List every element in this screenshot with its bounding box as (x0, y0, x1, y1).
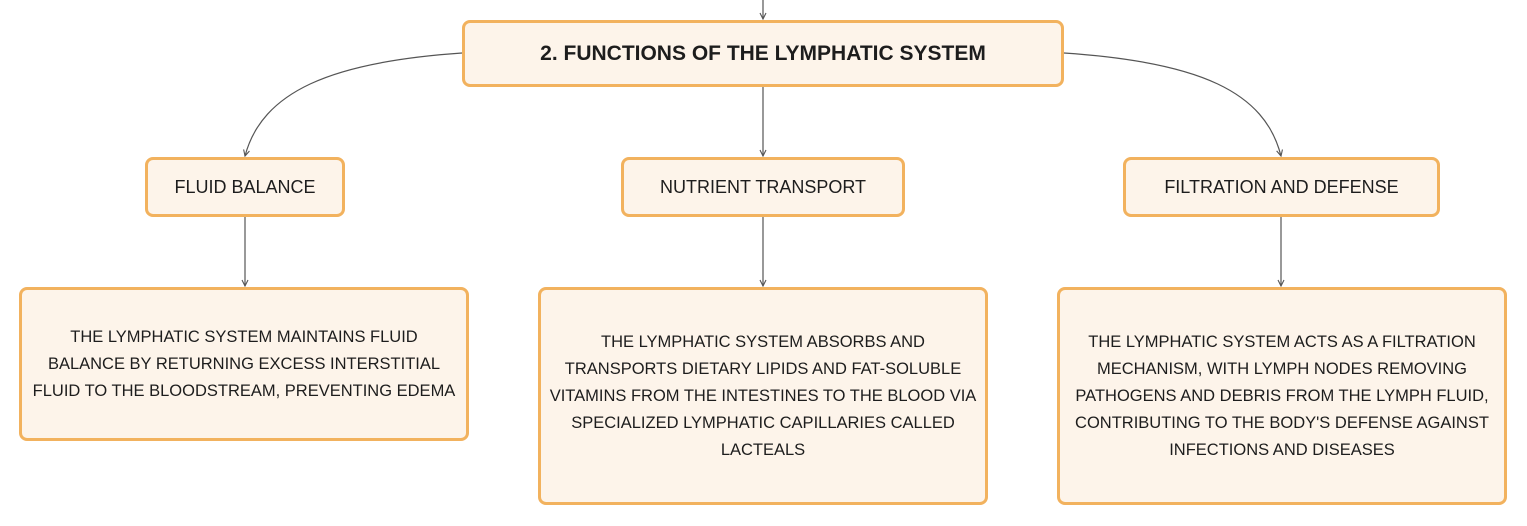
branch-node-nutrient-transport[interactable]: NUTRIENT TRANSPORT (621, 157, 905, 217)
description-text: THE LYMPHATIC SYSTEM ABSORBS AND TRANSPO… (549, 332, 977, 459)
description-text: THE LYMPHATIC SYSTEM ACTS AS A FILTRATIO… (1075, 332, 1489, 459)
description-text: THE LYMPHATIC SYSTEM MAINTAINS FLUID BAL… (32, 327, 456, 400)
description-node-filtration-and-defense[interactable]: THE LYMPHATIC SYSTEM ACTS AS A FILTRATIO… (1057, 287, 1507, 505)
description-node-fluid-balance[interactable]: THE LYMPHATIC SYSTEM MAINTAINS FLUID BAL… (19, 287, 469, 441)
connector-root-to-fluid-balance (245, 52, 463, 156)
description-node-nutrient-transport[interactable]: THE LYMPHATIC SYSTEM ABSORBS AND TRANSPO… (538, 287, 988, 505)
branch-node-filtration-and-defense[interactable]: FILTRATION AND DEFENSE (1123, 157, 1440, 217)
connector-root-to-filtration-defense (1063, 52, 1281, 156)
root-node-title: 2. FUNCTIONS OF THE LYMPHATIC SYSTEM (540, 41, 986, 65)
root-node-functions-of-lymphatic-system[interactable]: 2. FUNCTIONS OF THE LYMPHATIC SYSTEM (462, 20, 1064, 87)
branch-node-label: FILTRATION AND DEFENSE (1164, 176, 1399, 197)
branch-node-label: NUTRIENT TRANSPORT (659, 176, 867, 197)
branch-node-label: FLUID BALANCE (174, 176, 316, 197)
branch-node-fluid-balance[interactable]: FLUID BALANCE (145, 157, 345, 217)
